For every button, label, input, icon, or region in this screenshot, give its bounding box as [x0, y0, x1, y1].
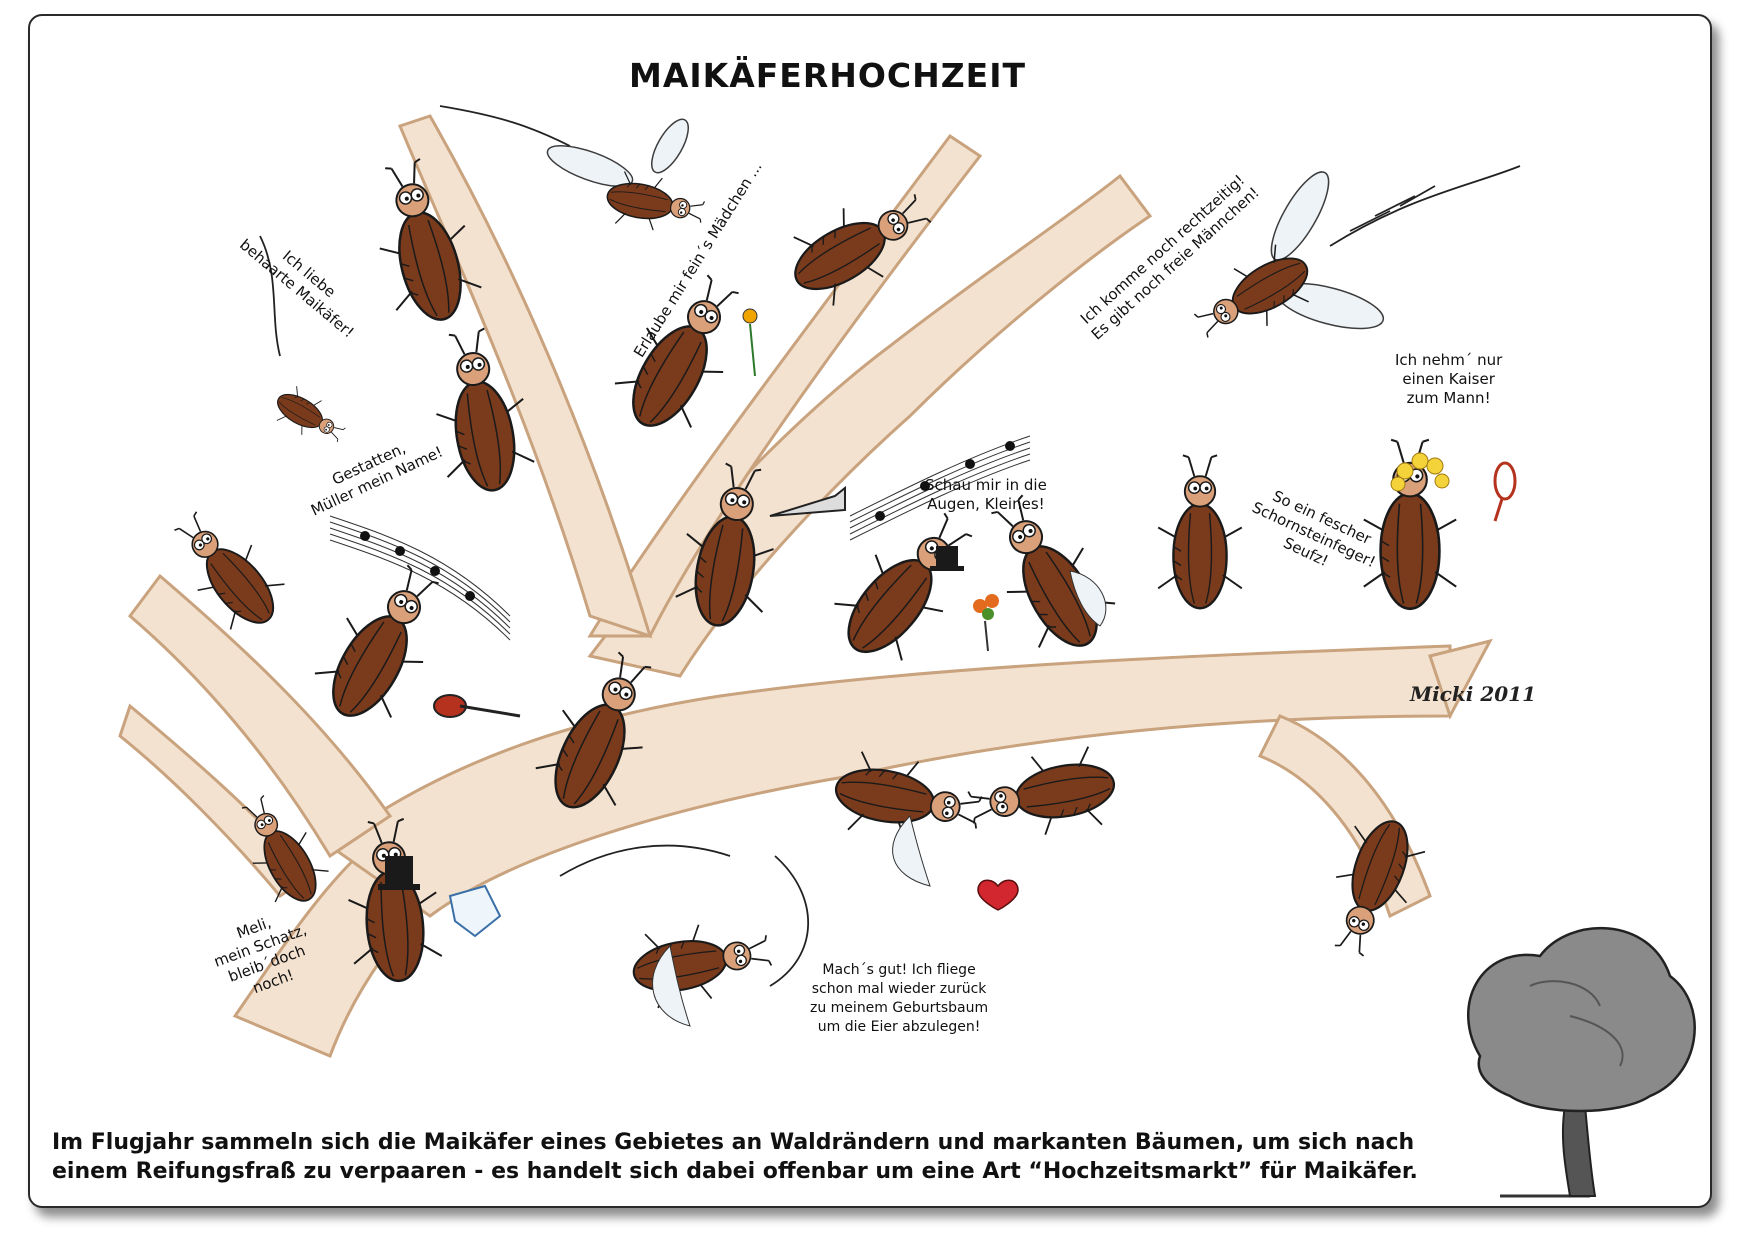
flight-trails	[259, 105, 1521, 987]
caption: Im Flugjahr sammeln sich die Maikäfer ei…	[52, 1128, 1552, 1186]
violin-icon	[433, 694, 521, 718]
speech-machs-gut: Mach´s gut! Ich fliege schon mal wieder …	[810, 962, 989, 1035]
page-title: MAIKÄFERHOCHZEIT	[628, 56, 1027, 95]
speech-kaiser: Ich nehm´ nur einen Kaiser zum Mann!	[1395, 351, 1503, 407]
illustration-scene	[118, 105, 1696, 1198]
veil-icon	[652, 570, 1107, 1027]
curly-hair-icon	[1390, 452, 1450, 492]
music-notes-icon	[329, 435, 1031, 641]
illustration-frame: MAIKÄFERHOCHZEIT Ich liebe behaarte Maik…	[28, 14, 1712, 1208]
tree-icon	[1467, 926, 1696, 1198]
heart-icon	[977, 879, 1019, 911]
flying-beetle-icon	[546, 118, 1385, 356]
top-hat-icon	[378, 546, 964, 890]
flower-icon	[742, 308, 758, 377]
handkerchief-icon	[448, 884, 502, 938]
artist-signature: Micki 2011	[1410, 682, 1536, 706]
caption-line-2: einem Reifungsfraß zu verpaaren - es han…	[52, 1159, 1418, 1184]
speech-augen: Schau mir in die Augen, Kleines!	[925, 476, 1047, 513]
trumpet-icon	[769, 485, 846, 517]
bouquet-icon	[973, 594, 999, 652]
caption-line-1: Im Flugjahr sammeln sich die Maikäfer ei…	[52, 1130, 1415, 1155]
hand-mirror-icon	[1493, 461, 1517, 522]
